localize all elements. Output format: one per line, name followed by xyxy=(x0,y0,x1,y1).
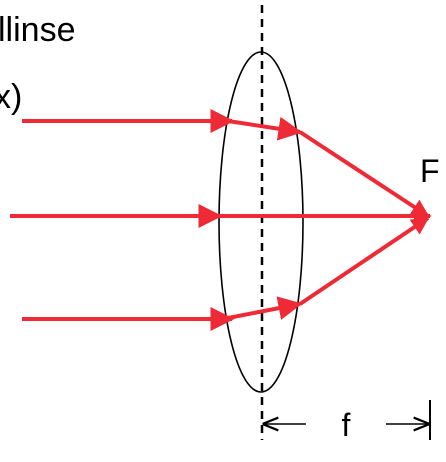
ray-bottom-in-lens xyxy=(227,296,303,320)
title-line-1: llinse xyxy=(0,11,75,49)
title-line-2: x) xyxy=(0,78,22,116)
ray-bottom-refracted xyxy=(298,216,430,306)
ray-top-in-lens xyxy=(227,116,303,141)
ray-top xyxy=(22,109,430,218)
focal-point-label: F xyxy=(420,153,440,189)
focal-length-label: f xyxy=(342,407,351,443)
ray-top-refracted xyxy=(298,130,430,218)
ray-bottom xyxy=(22,216,430,331)
focal-length-dimension: f xyxy=(264,400,431,443)
